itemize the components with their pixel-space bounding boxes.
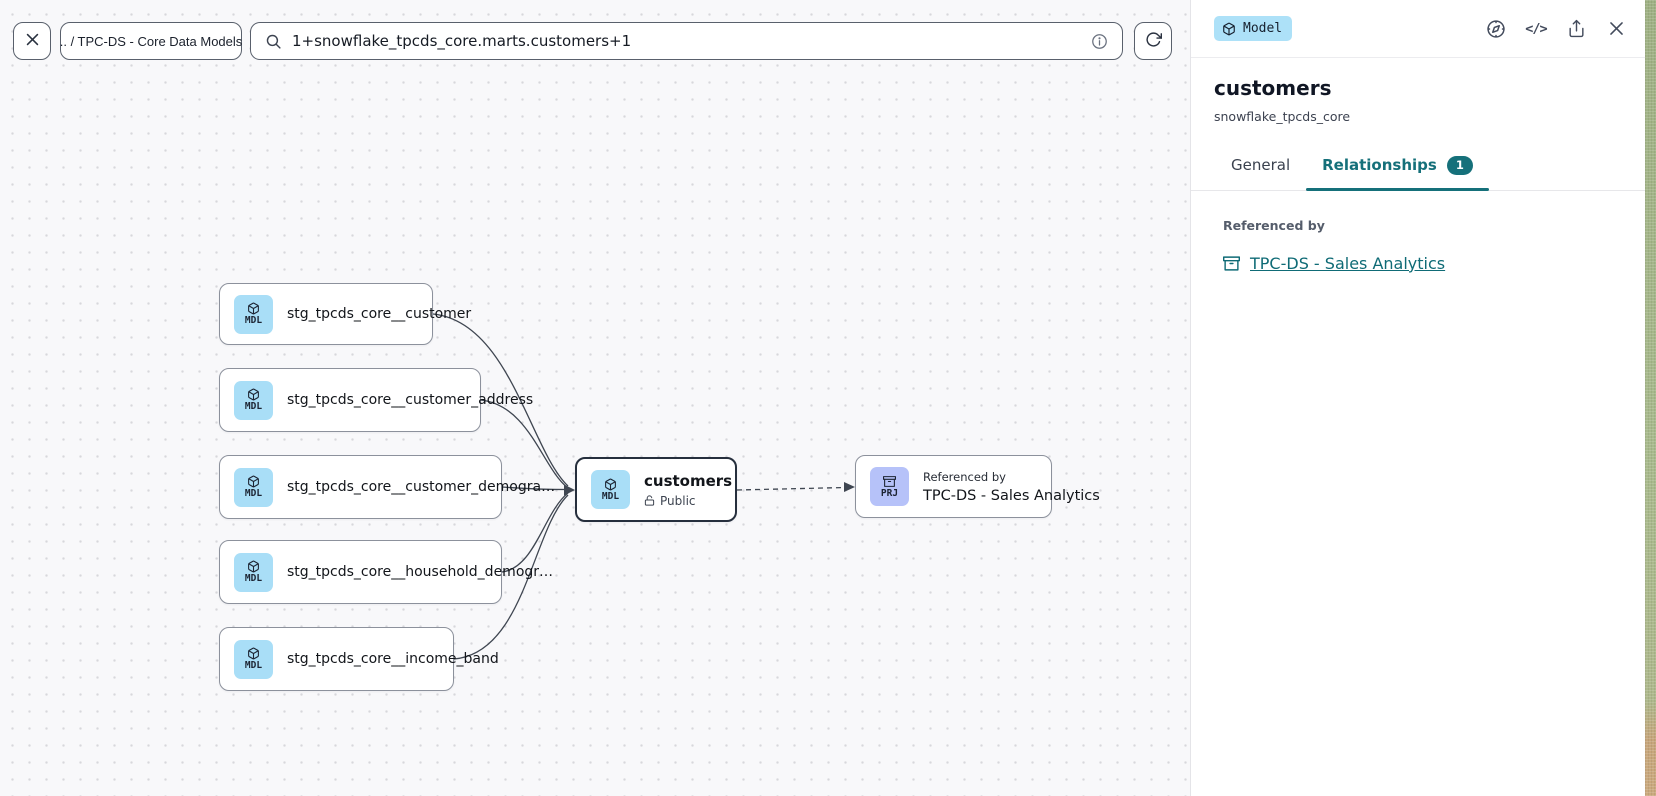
tab-general[interactable]: General	[1215, 144, 1306, 190]
detail-panel: Model </> customers snowflake_tpcds_core	[1190, 0, 1645, 796]
node-customers-selected[interactable]: MDL customers Public	[575, 457, 737, 522]
badge-label: MDL	[244, 401, 263, 413]
badge-label: MDL	[244, 315, 263, 327]
node-label: stg_tpcds_core__customer_address	[287, 392, 534, 408]
search-icon	[265, 33, 282, 50]
close-lineage-button[interactable]	[13, 22, 51, 60]
close-icon	[24, 31, 41, 51]
info-icon[interactable]	[1091, 33, 1108, 50]
node-label: stg_tpcds_core__customer_demogra…	[287, 479, 556, 495]
explore-compass-icon[interactable]	[1483, 16, 1509, 42]
close-panel-icon[interactable]	[1603, 16, 1629, 42]
tab-relationships[interactable]: Relationships 1	[1306, 144, 1489, 191]
cube-icon	[247, 302, 260, 315]
badge-label: MDL	[244, 660, 263, 672]
node-title: customers	[644, 471, 733, 490]
refresh-button[interactable]	[1134, 22, 1172, 60]
tab-relationships-label: Relationships	[1322, 156, 1437, 175]
node-title: TPC-DS - Sales Analytics	[923, 487, 1100, 504]
cube-icon	[604, 478, 617, 491]
lineage-edges	[432, 313, 855, 660]
search-bar[interactable]	[250, 22, 1123, 60]
model-type-badge: MDL	[234, 294, 273, 334]
node-stg-tpcds-core-customer-demographics[interactable]: MDL stg_tpcds_core__customer_demogra…	[219, 455, 555, 519]
arrowhead-out	[844, 482, 855, 492]
model-type-badge: MDL	[234, 639, 273, 679]
edge-household-demographics	[501, 492, 569, 573]
page-subtitle: snowflake_tpcds_core	[1214, 109, 1351, 124]
archive-icon	[883, 475, 896, 488]
node-stg-tpcds-core-household-demographics[interactable]: MDL stg_tpcds_core__household_demogr…	[219, 540, 553, 604]
node-stg-tpcds-core-customer-address[interactable]: MDL stg_tpcds_core__customer_address	[219, 368, 533, 432]
search-input[interactable]	[292, 32, 1081, 50]
refresh-icon	[1145, 31, 1162, 51]
code-icon[interactable]: </>	[1525, 20, 1547, 37]
page-title: customers	[1214, 76, 1332, 100]
share-icon[interactable]	[1563, 16, 1589, 42]
tab-general-label: General	[1231, 156, 1291, 175]
node-label: stg_tpcds_core__household_demogr…	[287, 564, 554, 580]
badge-label: MDL	[601, 490, 620, 502]
panel-tabs: General Relationships 1	[1191, 144, 1645, 191]
node-label: stg_tpcds_core__customer	[287, 306, 472, 322]
cube-icon	[247, 388, 260, 401]
node-referenced-by-project[interactable]: PRJ Referenced by TPC-DS - Sales Analyti…	[855, 455, 1100, 518]
type-chip-label: Model	[1243, 21, 1283, 36]
model-type-chip: Model	[1214, 16, 1293, 41]
archive-icon	[1223, 255, 1240, 272]
cube-icon	[247, 560, 260, 573]
unlock-icon	[644, 495, 655, 506]
arrowhead-in	[564, 484, 575, 496]
relationships-count-badge: 1	[1446, 156, 1473, 175]
edge-referenced-by	[736, 486, 847, 491]
model-type-badge: MDL	[234, 380, 273, 420]
badge-label: PRJ	[880, 487, 899, 499]
badge-label: MDL	[244, 573, 263, 585]
access-label: Public	[660, 493, 696, 508]
breadcrumb-label: .. / TPC-DS - Core Data Models	[59, 33, 243, 49]
project-type-badge: PRJ	[870, 467, 909, 506]
badge-label: MDL	[244, 488, 263, 500]
lineage-canvas[interactable]: .. / TPC-DS - Core Data Models MDL	[0, 0, 1190, 796]
panel-header: Model </>	[1191, 0, 1645, 58]
cube-icon	[247, 475, 260, 488]
model-type-badge: MDL	[234, 552, 273, 592]
cube-icon	[1222, 22, 1236, 36]
breadcrumb[interactable]: .. / TPC-DS - Core Data Models	[60, 22, 242, 60]
cube-icon	[247, 647, 260, 660]
model-type-badge: MDL	[591, 470, 630, 509]
referenced-project-link[interactable]: TPC-DS - Sales Analytics	[1250, 253, 1446, 273]
node-caption: Referenced by	[923, 469, 1006, 484]
referenced-by-label: Referenced by	[1223, 217, 1325, 233]
node-stg-tpcds-core-customer[interactable]: MDL stg_tpcds_core__customer	[219, 283, 471, 345]
wallpaper-edge-strip	[1645, 0, 1656, 796]
model-type-badge: MDL	[234, 467, 273, 507]
node-label: stg_tpcds_core__income_band	[287, 651, 499, 667]
node-stg-tpcds-core-income-band[interactable]: MDL stg_tpcds_core__income_band	[219, 627, 499, 691]
